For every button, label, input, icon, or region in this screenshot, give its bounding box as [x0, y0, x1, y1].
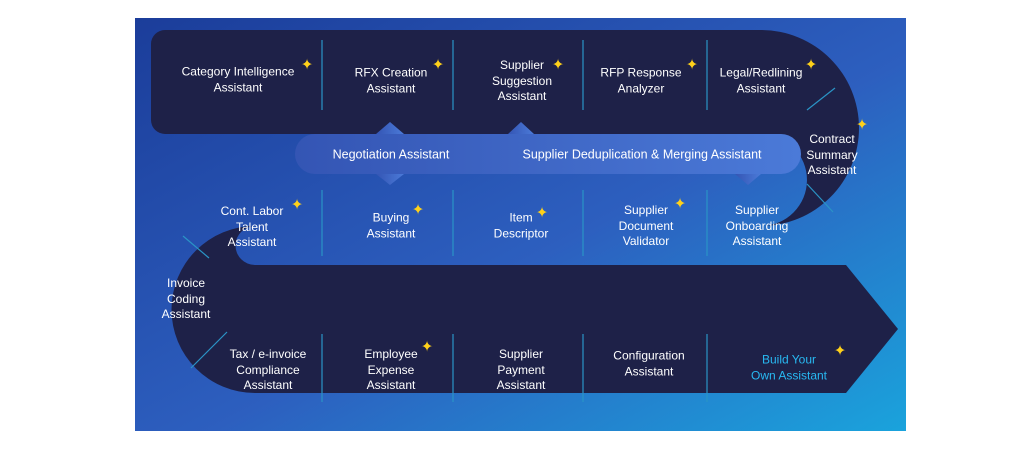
assistant-label: Configuration Assistant: [613, 348, 685, 379]
assistant-label: Employee Expense Assistant: [364, 346, 418, 392]
roadmap-background: [135, 18, 906, 431]
sparkle-icon: ✦: [431, 56, 445, 74]
sparkle-icon: ✦: [673, 195, 687, 213]
assistant-label: RFX Creation Assistant: [354, 65, 428, 96]
assistant-label: Supplier Payment Assistant: [496, 346, 546, 392]
sparkle-icon: ✦: [855, 116, 869, 134]
middle-bar: [295, 134, 801, 174]
middle-bar-label: Negotiation Assistant: [332, 147, 450, 162]
dividers: [182, 40, 836, 402]
connector-arrow: [376, 174, 404, 185]
build-your-own-label: Build Your Own Assistant: [750, 352, 828, 383]
divider: [182, 235, 210, 259]
sparkle-icon: ✦: [804, 56, 818, 74]
connector-arrow: [508, 122, 534, 134]
sparkle-icon: ✦: [833, 342, 847, 360]
middle-bar-label: Supplier Deduplication & Merging Assista…: [522, 147, 762, 162]
divider: [190, 331, 228, 369]
assistant-roadmap-panel: Category Intelligence Assistant RFX Crea…: [135, 18, 906, 431]
divider: [806, 87, 836, 111]
connector-arrow: [376, 122, 404, 134]
assistant-label: Supplier Document Validator: [618, 202, 674, 248]
sparkle-icon: ✦: [300, 56, 314, 74]
sparkle-icon: ✦: [551, 56, 565, 74]
assistant-label: Supplier Onboarding Assistant: [725, 202, 789, 248]
assistant-label: Supplier Suggestion Assistant: [491, 57, 553, 103]
sparkle-icon: ✦: [685, 56, 699, 74]
assistant-label: Contract Summary Assistant: [806, 131, 858, 177]
assistant-label: Item Descriptor: [493, 210, 549, 241]
assistant-label: Invoice Coding Assistant: [161, 275, 211, 321]
sparkle-icon: ✦: [290, 196, 304, 214]
assistant-label: Tax / e-invoice Compliance Assistant: [229, 346, 307, 392]
sparkle-icon: ✦: [535, 204, 549, 222]
sparkle-icon: ✦: [411, 201, 425, 219]
assistant-label: Category Intelligence Assistant: [181, 64, 295, 95]
sparkle-icon: ✦: [420, 338, 434, 356]
assistant-label: Cont. Labor Talent Assistant: [220, 203, 284, 249]
divider: [806, 183, 834, 213]
assistant-label: Buying Assistant: [366, 210, 416, 241]
serpentine-band: [151, 30, 898, 393]
connector-arrow: [735, 174, 761, 185]
assistant-label: Legal/Redlining Assistant: [719, 65, 803, 96]
assistant-label: RFP Response Analyzer: [600, 65, 682, 96]
